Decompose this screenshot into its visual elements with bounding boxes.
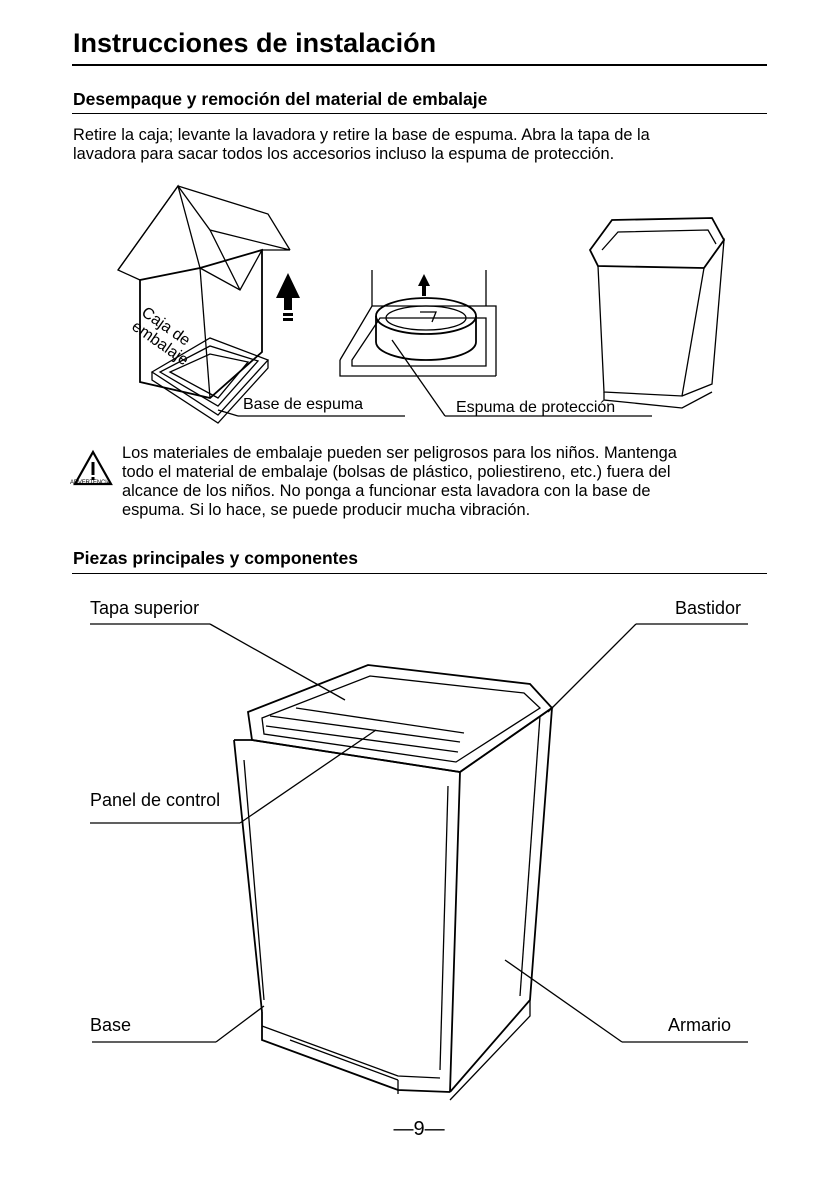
unpacking-line-2: lavadora para sacar todos los accesorios… [73, 145, 615, 163]
label-frame: Bastidor [675, 598, 742, 618]
warning-line-2: todo el material de embalaje (bolsas de … [122, 463, 671, 481]
warning-triangle-icon [73, 449, 113, 486]
washing-machine-illustration [233, 664, 554, 1101]
unpacking-heading: Desempaque y remoción del material de em… [73, 89, 488, 109]
page-title: Instrucciones de instalación [73, 28, 437, 58]
warning-line-3: alcance de los niños. No ponga a funcion… [122, 482, 651, 500]
page-number-line: —9— [393, 1118, 445, 1140]
warning-tag: ADVERTENCIA [70, 480, 111, 486]
washer-tub-illustration [339, 270, 497, 377]
up-arrow-icon [276, 273, 300, 321]
warning-line-1: Los materiales de embalaje pueden ser pe… [122, 444, 677, 462]
unpacking-leader-lines [217, 339, 652, 417]
label-top-lid: Tapa superior [90, 598, 200, 618]
unpacking-line-1: Retire la caja; levante la lavadora y re… [73, 126, 650, 144]
label-control-panel: Panel de control [90, 790, 221, 810]
warning-text: Los materiales de embalaje pueden ser pe… [122, 444, 772, 520]
parts-heading: Piezas principales y componentes [73, 548, 358, 568]
small-up-arrow-icon [418, 274, 430, 296]
label-cabinet: Armario [668, 1015, 732, 1035]
unpacking-paragraph: Retire la caja; levante la lavadora y re… [73, 126, 763, 164]
foam-base-illustration [150, 337, 270, 424]
warning-line-4: espuma. Si lo hace, se puede producir mu… [122, 501, 531, 519]
page-number: 9 [413, 1118, 425, 1140]
label-base: Base [90, 1015, 132, 1035]
foam-protection-label: Espuma de protección [456, 399, 616, 416]
cardboard-box-illustration [117, 184, 291, 399]
unpacking-rule [72, 113, 767, 114]
parts-rule [72, 573, 767, 574]
foam-base-label: Base de espuma [243, 396, 364, 413]
parts-leader-lines [90, 623, 748, 1043]
title-rule [72, 64, 767, 66]
closed-washer-illustration [588, 217, 726, 409]
